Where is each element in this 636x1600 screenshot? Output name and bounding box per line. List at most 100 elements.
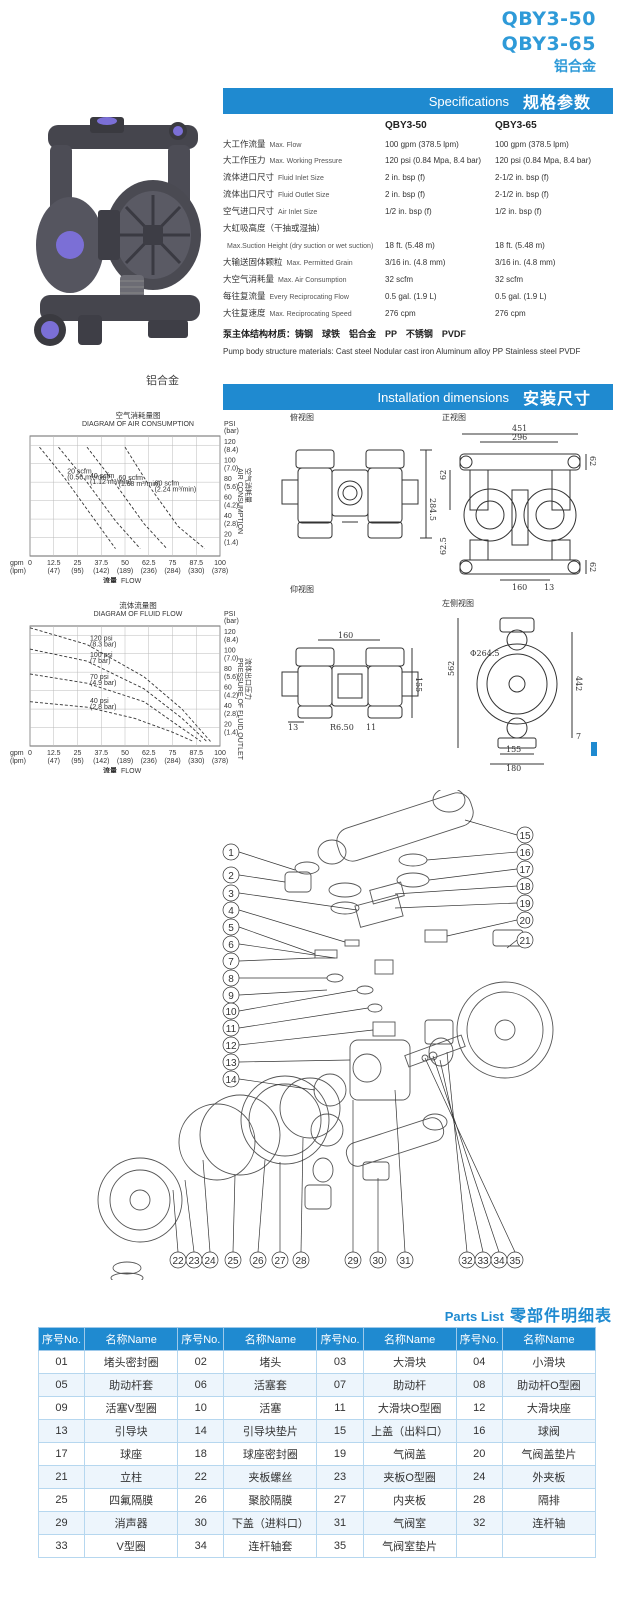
view-label: 仰视图	[290, 585, 314, 594]
spec-label-zh: 大工作压力	[223, 155, 266, 165]
x-tick-label: 12.5	[47, 560, 61, 567]
series-label: 80 scfm	[155, 481, 180, 488]
part-number: 11	[316, 1396, 364, 1420]
spec-label-en: Max.Suction Height (dry suction or wet s…	[227, 243, 374, 250]
part-number: 33	[37, 1534, 86, 1558]
callout-bottom	[249, 1159, 267, 1269]
parts-list-title: Parts List 零部件明细表	[445, 1302, 612, 1326]
installation-bar: Installation dimensions 安装尺寸	[223, 384, 613, 410]
x-unit-lpm: (lpm)	[10, 758, 26, 765]
callout-number: 17	[519, 865, 531, 876]
part-number: 03	[316, 1350, 364, 1374]
column-header-no: 序号No.	[455, 1327, 503, 1351]
y-axis-label-en: PRESSURE OF FLUID OUTLET	[236, 658, 243, 761]
column-header-name: 名称Name	[223, 1327, 318, 1351]
y-tick-label-bar: (5.6)	[224, 484, 238, 491]
spec-label-zh: 大空气消耗量	[223, 274, 275, 284]
spec-value-b: 18 ft. (5.48 m)	[495, 241, 545, 250]
part-number: 12	[455, 1396, 503, 1420]
column-header-no: 序号No.	[37, 1327, 86, 1351]
part-name: 气阀室	[362, 1511, 457, 1535]
y-tick-label: 40	[224, 513, 232, 520]
y-axis-label-en: AIR CONSUMPTION	[236, 468, 243, 534]
spec-value-a: 100 gpm (378.5 lpm)	[385, 140, 459, 149]
y-tick-label: 20	[224, 722, 232, 729]
y-unit: PSI	[224, 611, 235, 618]
part-name: 活塞	[223, 1396, 318, 1420]
series-label: 40 psi	[90, 698, 109, 705]
dim-62-c: 62	[440, 470, 448, 480]
callout-right	[426, 843, 534, 861]
part-name: 引导块垫片	[223, 1419, 318, 1443]
x-tick-label-lpm: (142)	[93, 568, 109, 575]
x-tick-label: 87.5	[189, 560, 203, 567]
part-name: 活塞套	[223, 1373, 318, 1397]
series-label: 70 psi	[90, 674, 109, 681]
series-line	[29, 701, 194, 742]
callout-left	[222, 866, 286, 884]
part-name: 球座	[84, 1442, 179, 1466]
specifications-bar-en: Specifications	[428, 93, 509, 109]
x-tick-label-lpm: (378)	[212, 758, 228, 765]
spec-label-en: Fluid Inlet Size	[278, 175, 324, 182]
part-name: 气阀室垫片	[362, 1534, 457, 1558]
callout-left	[222, 1070, 316, 1091]
callout-number: 30	[372, 1256, 384, 1267]
x-axis-label-en: FLOW	[121, 578, 142, 583]
x-tick-label: 50	[121, 560, 129, 567]
dim-264-5: Φ264.5	[470, 649, 499, 658]
dim-62-5: 62.5	[440, 537, 448, 555]
callout-number: 3	[228, 889, 234, 900]
series-label: 120 psi	[90, 635, 113, 642]
callout-number: 20	[519, 916, 531, 927]
specifications-bar: Specifications 规格参数	[223, 88, 613, 114]
x-tick-label-lpm: (330)	[188, 568, 204, 575]
dim-62-a: 62	[588, 456, 597, 466]
dim-7: 7	[576, 732, 581, 741]
column-header-no: 序号No.	[177, 1327, 225, 1351]
chart-title-zh: 流体流量图	[119, 601, 157, 610]
part-name: 内夹板	[362, 1488, 457, 1512]
part-name	[501, 1534, 597, 1558]
left-side-view: 左侧视图 Φ264.5 562 442 7 155 180	[440, 596, 590, 771]
column-header-name: 名称Name	[501, 1327, 597, 1351]
callout-number: 19	[519, 899, 531, 910]
y-tick-label: 20	[224, 532, 232, 539]
dim-442: 442	[574, 676, 583, 691]
series-line	[29, 673, 202, 742]
dim-11: 11	[366, 723, 376, 732]
x-tick-label: 12.5	[47, 750, 61, 757]
x-tick-label-lpm: (284)	[164, 568, 180, 575]
callout-bottom	[394, 1089, 414, 1269]
part-number: 30	[177, 1511, 225, 1535]
callout-number: 25	[227, 1256, 239, 1267]
x-tick-label-lpm: (47)	[48, 568, 60, 575]
page-marker	[591, 742, 597, 756]
callout-number: 21	[519, 936, 531, 947]
y-tick-label-bar: (7.0)	[224, 466, 238, 473]
part-number: 21	[37, 1465, 86, 1489]
view-label: 正视图	[442, 413, 466, 422]
x-tick-label-lpm: (189)	[117, 568, 133, 575]
y-tick-label: 120	[224, 439, 236, 446]
part-name: 上盖（出料口）	[362, 1419, 457, 1443]
part-name: 外夹板	[501, 1465, 597, 1489]
callout-bottom	[446, 1051, 476, 1269]
part-number: 05	[37, 1373, 86, 1397]
part-number: 23	[316, 1465, 364, 1489]
materials-en: Pump body structure materials: Cast stee…	[223, 347, 581, 356]
x-tick-label: 37.5	[94, 750, 108, 757]
series-line	[58, 446, 141, 549]
y-tick-label-bar: (4.2)	[224, 503, 238, 510]
x-tick-label-lpm: (284)	[164, 758, 180, 765]
part-number	[455, 1534, 503, 1558]
installation-bar-en: Installation dimensions	[377, 389, 509, 405]
spec-label-en: Max. Air Consumption	[278, 277, 347, 284]
callout-number: 14	[225, 1075, 237, 1086]
